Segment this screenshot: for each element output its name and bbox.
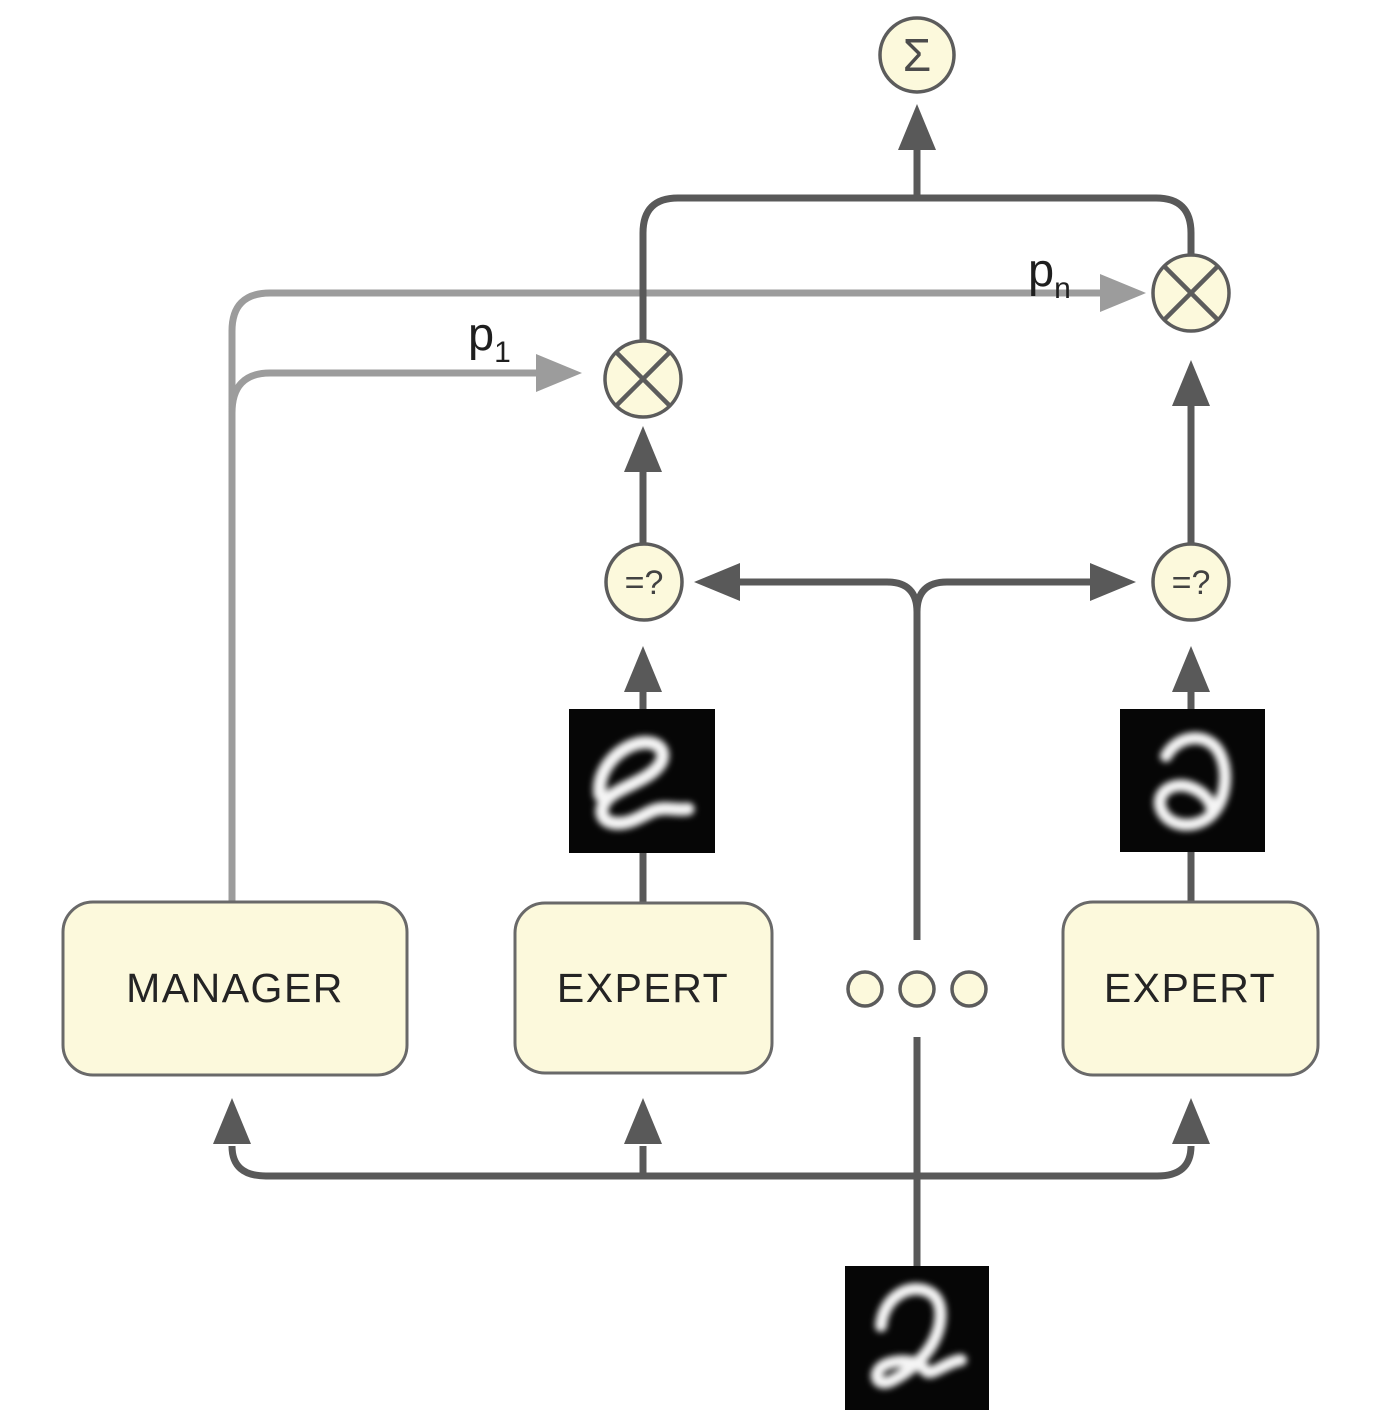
fork-right-arrowhead-icon [1090, 563, 1136, 601]
p1-subscript: 1 [494, 336, 511, 369]
manager-input-arrowhead-icon [213, 1098, 251, 1144]
ellipsis-dot [898, 970, 936, 1008]
p1-arrowhead-icon [536, 354, 582, 392]
gate-weight-label-pn: pn [1028, 243, 1071, 305]
handwritten-digit-2-variant [1153, 732, 1231, 831]
sigma-icon: Σ [903, 29, 931, 81]
handwritten-digit-2-input [871, 1283, 967, 1389]
pn-base: p [1028, 243, 1054, 296]
multiply-icon [1163, 265, 1219, 321]
sum-arrowhead-icon [898, 104, 936, 150]
sum-node: Σ [878, 16, 956, 94]
ellipsis-dot [950, 970, 988, 1008]
gate-line-pn [228, 289, 1100, 902]
gating-signal-lines [228, 289, 1100, 902]
signal-lines [228, 150, 1195, 1266]
expert-right-input-arrowhead-icon [1172, 1098, 1210, 1144]
expert-right-box: EXPERT [1061, 900, 1320, 1077]
expert-left-box: EXPERT [513, 901, 774, 1075]
compare-left-arrowhead-icon [624, 646, 662, 692]
target-fork-left [740, 578, 921, 613]
ellipsis-dot [846, 970, 884, 1008]
manager-box: MANAGER [61, 900, 409, 1077]
compare-node-left: =? [604, 542, 684, 622]
pn-arrowhead-icon [1100, 274, 1146, 312]
collector-bar [639, 194, 1195, 343]
gate-node-right [1151, 253, 1231, 333]
compare-icon: =? [625, 564, 664, 602]
expert-left-output-digit-image [569, 709, 715, 853]
pn-subscript: n [1054, 272, 1071, 305]
manager-label: MANAGER [126, 965, 344, 1011]
compare-icon: =? [1172, 564, 1211, 602]
expert-right-output-digit-image [1120, 709, 1265, 852]
compare-right-arrowhead-icon [1172, 646, 1210, 692]
gate-right-arrowhead-icon [1172, 360, 1210, 406]
fork-left-arrowhead-icon [694, 563, 740, 601]
p1-base: p [468, 307, 494, 360]
gate-weight-label-p1: p1 [468, 307, 511, 369]
gate-left-arrowhead-icon [624, 426, 662, 472]
target-fork-right [913, 578, 1090, 613]
signal-arrowheads [213, 104, 1210, 1144]
compare-node-right: =? [1151, 542, 1231, 622]
gate-node-left [603, 339, 683, 419]
gate-line-p1 [228, 369, 536, 414]
expert-left-input-arrowhead-icon [624, 1098, 662, 1144]
handwritten-digit-2 [593, 736, 695, 830]
input-digit-image [845, 1266, 989, 1410]
expert-right-label: EXPERT [1104, 965, 1276, 1011]
expert-left-label: EXPERT [557, 965, 729, 1011]
input-rail [228, 1145, 1195, 1180]
multiply-icon [615, 351, 671, 407]
more-experts-ellipsis-icon [846, 970, 988, 1008]
